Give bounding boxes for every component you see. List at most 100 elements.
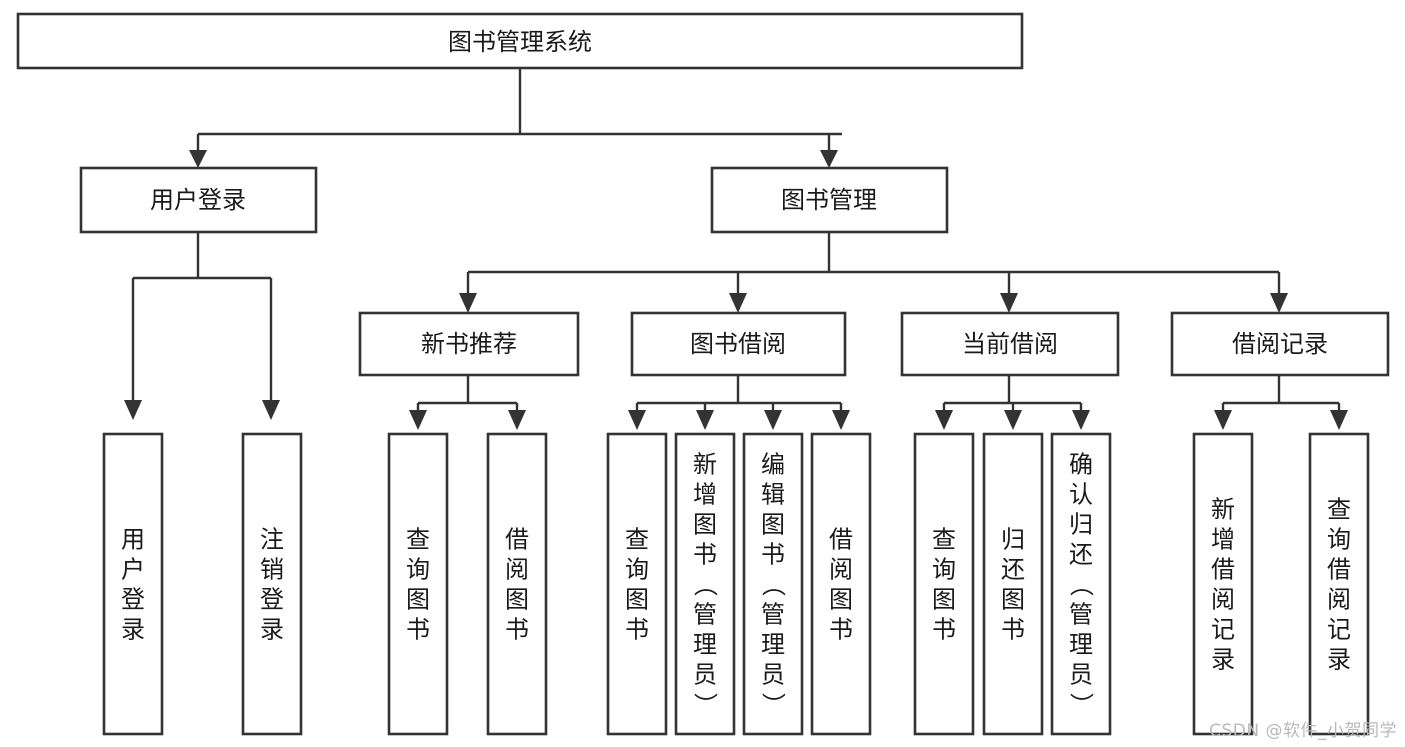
arrowhead-to-leaf9 (935, 410, 953, 430)
node-leaf2[interactable] (241, 432, 303, 736)
svg-text:管: 管 (761, 600, 785, 628)
node-borrow[interactable]: 图书借阅 (630, 311, 847, 377)
node-leaf10[interactable] (982, 432, 1044, 736)
arrowhead-to-leaf5 (628, 410, 646, 430)
svg-text:）: ） (759, 692, 787, 716)
node-root-label: 图书管理系统 (448, 28, 592, 56)
arrowhead-to-leaf2 (262, 400, 280, 420)
node-leaf8[interactable] (810, 432, 872, 736)
svg-text:（: （ (1067, 572, 1095, 596)
svg-text:图: 图 (505, 585, 529, 613)
node-login-box (79, 166, 318, 234)
svg-text:理: 理 (1069, 630, 1093, 658)
node-newbook[interactable]: 新书推荐 (358, 311, 580, 377)
svg-text:书: 书 (1001, 615, 1025, 643)
node-leaf3[interactable] (387, 432, 449, 736)
arrowhead-to-leaf4 (508, 410, 526, 430)
node-record-label: 借阅记录 (1232, 330, 1328, 358)
svg-text:员: 员 (761, 660, 785, 688)
svg-text:书: 书 (693, 540, 717, 568)
svg-text:书: 书 (932, 615, 956, 643)
node-leaf11-box (1050, 432, 1112, 736)
node-bookmgmt-box (710, 166, 949, 234)
svg-text:书: 书 (829, 615, 853, 643)
arrowhead-to-leaf7 (764, 410, 782, 430)
connector-borrow-bus (635, 375, 843, 412)
svg-text:询: 询 (1327, 525, 1351, 553)
node-leaf6[interactable] (674, 432, 736, 736)
svg-text:借: 借 (505, 525, 529, 553)
svg-text:编: 编 (761, 450, 785, 478)
svg-text:新: 新 (1211, 495, 1235, 523)
svg-text:图: 图 (761, 510, 785, 538)
node-leaf7[interactable] (742, 432, 804, 736)
node-newbook-label: 新书推荐 (421, 330, 517, 358)
node-current[interactable]: 当前借阅 (900, 311, 1120, 377)
node-leaf5[interactable] (606, 432, 668, 736)
svg-text:图: 图 (829, 585, 853, 613)
svg-text:归: 归 (1069, 510, 1093, 538)
connector-layer (124, 68, 1348, 430)
node-leaf4[interactable] (486, 432, 548, 736)
node-record[interactable]: 借阅记录 (1170, 311, 1390, 377)
svg-text:书: 书 (406, 615, 430, 643)
svg-text:借: 借 (1327, 555, 1351, 583)
svg-text:录: 录 (121, 615, 145, 643)
svg-text:图: 图 (1001, 585, 1025, 613)
node-bookmgmt[interactable]: 图书管理 (710, 166, 949, 234)
svg-text:确: 确 (1069, 450, 1093, 478)
node-leaf11[interactable] (1050, 432, 1112, 736)
svg-text:员: 员 (693, 660, 717, 688)
svg-text:图: 图 (932, 585, 956, 613)
node-leaf1-label: 用户登录 (121, 525, 145, 643)
svg-text:登: 登 (260, 585, 284, 613)
node-login[interactable]: 用户登录 (79, 166, 318, 234)
node-newbook-box (358, 311, 580, 377)
node-leaf13[interactable] (1308, 432, 1370, 736)
svg-text:书: 书 (505, 615, 529, 643)
arrowhead-to-current (1000, 293, 1018, 313)
svg-text:记: 记 (1211, 615, 1235, 643)
arrowhead-to-leaf1 (124, 400, 142, 420)
node-root[interactable]: 图书管理系统 (16, 12, 1024, 70)
svg-text:查: 查 (1327, 495, 1351, 523)
svg-text:阅: 阅 (1327, 585, 1351, 613)
svg-text:借: 借 (1211, 555, 1235, 583)
node-borrow-box (630, 311, 847, 377)
svg-text:）: ） (1067, 692, 1095, 716)
svg-text:阅: 阅 (505, 555, 529, 583)
svg-text:查: 查 (625, 525, 649, 553)
connector-login-bus (131, 232, 273, 400)
watermark: CSDN @软件_小贺同学 (1209, 721, 1397, 741)
arrowhead-to-leaf3 (409, 410, 427, 430)
svg-text:查: 查 (406, 525, 430, 553)
node-record-box (1170, 311, 1390, 377)
svg-text:（: （ (691, 572, 719, 596)
svg-text:借: 借 (829, 525, 853, 553)
arrowhead-to-leaf6 (696, 410, 714, 430)
node-leaf9-box (913, 432, 975, 736)
svg-text:图: 图 (693, 510, 717, 538)
node-current-label: 当前借阅 (962, 330, 1058, 358)
node-leaf7-box (742, 432, 804, 736)
svg-text:书: 书 (625, 615, 649, 643)
node-leaf12[interactable] (1192, 432, 1254, 736)
arrowhead-to-borrow (729, 293, 747, 313)
svg-text:询: 询 (625, 555, 649, 583)
node-leaf8-box (810, 432, 872, 736)
svg-text:登: 登 (121, 585, 145, 613)
node-leaf1[interactable] (102, 432, 164, 736)
node-leaf3-box (387, 432, 449, 736)
node-leaf9[interactable] (913, 432, 975, 736)
svg-text:（: （ (759, 572, 787, 596)
